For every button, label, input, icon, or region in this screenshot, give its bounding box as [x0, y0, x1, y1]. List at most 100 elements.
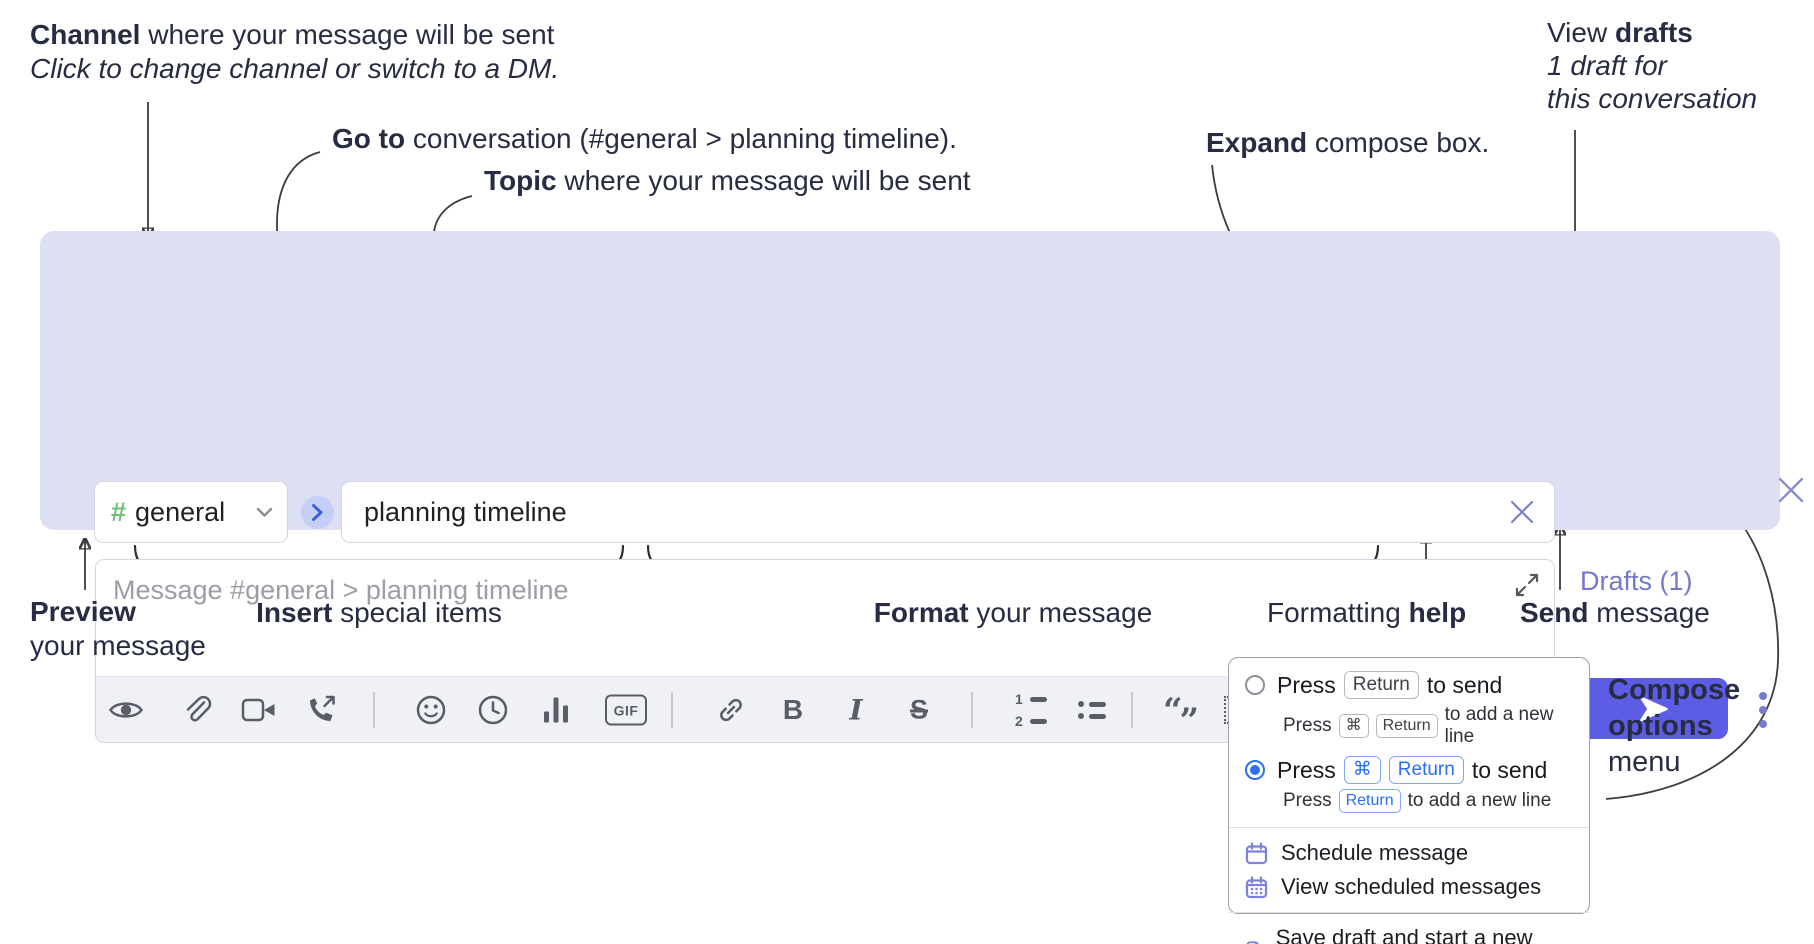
toolbar-divider	[971, 692, 973, 728]
numbered-list-icon[interactable]: 1 2	[1015, 691, 1047, 729]
annotation-go-to-bold: Go to	[332, 123, 406, 154]
annotation-view-drafts-line2: 1 draft for	[1547, 50, 1667, 81]
option-return-to-send-sub: Press ⌘ Return to add a new line	[1229, 701, 1589, 754]
option1-press: Press	[1277, 671, 1336, 698]
poll-icon[interactable]	[543, 696, 570, 725]
quote-close: ”	[1179, 701, 1199, 741]
option1-suffix: to send	[1426, 671, 1503, 698]
annotation-formatting-help: Formatting help	[1267, 596, 1466, 630]
toolbar-divider	[373, 692, 375, 728]
annotation-formatting-help-pre: Formatting	[1267, 597, 1409, 628]
annotation-go-to: Go to conversation (#general > planning …	[332, 122, 957, 156]
option1-sub-suffix: to add a new line	[1444, 704, 1554, 747]
go-to-conversation-button[interactable]	[301, 496, 334, 529]
bold-icon[interactable]: B	[782, 694, 804, 725]
menu-item-view-scheduled[interactable]: View scheduled messages	[1229, 870, 1589, 904]
annotation-insert: Insert special items	[256, 596, 502, 630]
num2: 2	[1015, 713, 1023, 729]
popup-divider	[1229, 827, 1589, 828]
compose-options-popup: Press Return to send Press ⌘ Return to a…	[1228, 657, 1590, 944]
radio-unselected[interactable]	[1245, 675, 1265, 695]
emoji-icon[interactable]	[416, 695, 447, 726]
option2-suffix: to send	[1471, 756, 1548, 783]
channel-hash-icon: #	[111, 496, 127, 527]
close-compose-icon[interactable]	[1776, 475, 1806, 505]
annotation-preview: Preview your message	[30, 595, 206, 663]
menu-item-save-draft[interactable]: Save draft and start a new message	[1229, 921, 1589, 944]
preview-icon[interactable]	[108, 698, 144, 723]
send-icon	[1640, 696, 1668, 721]
option-cmd-return-to-send[interactable]: Press ⌘ Return to send	[1229, 754, 1589, 786]
quote-open: “	[1163, 691, 1183, 731]
annotation-send: Send message	[1520, 596, 1710, 630]
toolbar-divider	[1131, 692, 1133, 728]
annotation-format-bold: Format	[873, 597, 969, 628]
quote-icon[interactable]: “”	[1163, 691, 1199, 741]
send-button[interactable]	[1580, 678, 1728, 739]
annotation-formatting-help-bold: help	[1408, 597, 1467, 628]
channel-name: general	[135, 496, 226, 527]
annotation-send-rest: message	[1588, 597, 1710, 628]
time-icon[interactable]	[478, 695, 509, 726]
annotation-channel-sub: Click to change channel or switch to a D…	[30, 53, 560, 84]
annotation-channel-bold: Channel	[30, 19, 141, 50]
save-draft-icon	[1246, 941, 1259, 944]
annotation-compose-options-line1: Compose	[1608, 674, 1741, 706]
annotation-view-drafts: View drafts 1 draft for this conversatio…	[1547, 16, 1757, 115]
annotation-preview-line2: your message	[30, 630, 206, 661]
compose-box: # general planning timeline Message #gen…	[40, 231, 1804, 743]
annotation-insert-rest: special items	[332, 597, 502, 628]
annotation-format: Format your message	[874, 596, 1153, 630]
menu-item-label: Schedule message	[1281, 840, 1469, 865]
link-icon[interactable]	[716, 695, 747, 726]
gif-icon[interactable]: GIF	[605, 694, 647, 726]
italic-icon[interactable]: I	[849, 693, 863, 727]
topic-input[interactable]: planning timeline	[341, 481, 1555, 543]
cmd-key: ⌘	[1338, 714, 1369, 738]
option2-sub-suffix: to add a new line	[1407, 790, 1552, 811]
menu-item-label: Save draft and start a new message	[1275, 925, 1533, 944]
annotation-channel-rest: where your message will be sent	[140, 19, 555, 50]
channel-selector[interactable]: # general	[94, 481, 288, 543]
cmd-key-blue: ⌘	[1343, 756, 1381, 784]
expand-compose-icon[interactable]	[1514, 572, 1540, 598]
option2-sub-press: Press	[1283, 790, 1332, 811]
chevron-down-icon	[256, 507, 273, 517]
compose-options-menu-icon[interactable]	[1759, 692, 1767, 728]
radio-selected[interactable]	[1245, 760, 1265, 780]
annotation-view-drafts-line3: this conversation	[1547, 83, 1758, 114]
annotation-compose-options: Compose options menu	[1608, 672, 1740, 780]
message-input[interactable]: Message #general > planning timeline	[113, 575, 569, 605]
toolbar-divider	[671, 692, 673, 728]
option2-press: Press	[1277, 756, 1336, 783]
option-return-to-send[interactable]: Press Return to send	[1229, 669, 1589, 701]
return-key-blue: Return	[1338, 789, 1401, 813]
return-key: Return	[1343, 671, 1419, 699]
drafts-link[interactable]: Drafts (1)	[1580, 566, 1693, 596]
annotation-send-bold: Send	[1520, 597, 1589, 628]
option1-sub-press: Press	[1283, 715, 1332, 736]
annotation-view-drafts-bold: drafts	[1614, 17, 1693, 48]
annotation-view-drafts-pre: View	[1547, 17, 1615, 48]
annotation-preview-bold: Preview	[30, 596, 136, 627]
num1: 1	[1015, 691, 1023, 707]
annotation-topic: Topic where your message will be sent	[484, 164, 971, 198]
voice-call-icon[interactable]	[306, 695, 337, 726]
annotation-channel: Channel where your message will be sent …	[30, 18, 559, 86]
clear-topic-icon[interactable]	[1508, 498, 1536, 526]
gif-label: GIF	[605, 694, 647, 726]
strikethrough-icon[interactable]: S	[909, 694, 929, 725]
menu-item-label: View scheduled messages	[1281, 874, 1542, 899]
calendar-grid-icon	[1245, 875, 1268, 898]
menu-item-schedule-message[interactable]: Schedule message	[1229, 836, 1589, 870]
annotation-topic-bold: Topic	[484, 165, 557, 196]
option-cmd-return-to-send-sub: Press Return to add a new line	[1229, 786, 1589, 819]
annotation-go-to-rest: conversation (#general > planning timeli…	[405, 123, 957, 154]
annotation-format-rest: your message	[968, 597, 1153, 628]
topic-value: planning timeline	[364, 496, 567, 527]
attach-file-icon[interactable]	[181, 695, 212, 726]
annotation-expand-rest: compose box.	[1307, 127, 1490, 158]
video-call-icon[interactable]	[241, 698, 277, 723]
bulleted-list-icon[interactable]	[1078, 701, 1106, 719]
